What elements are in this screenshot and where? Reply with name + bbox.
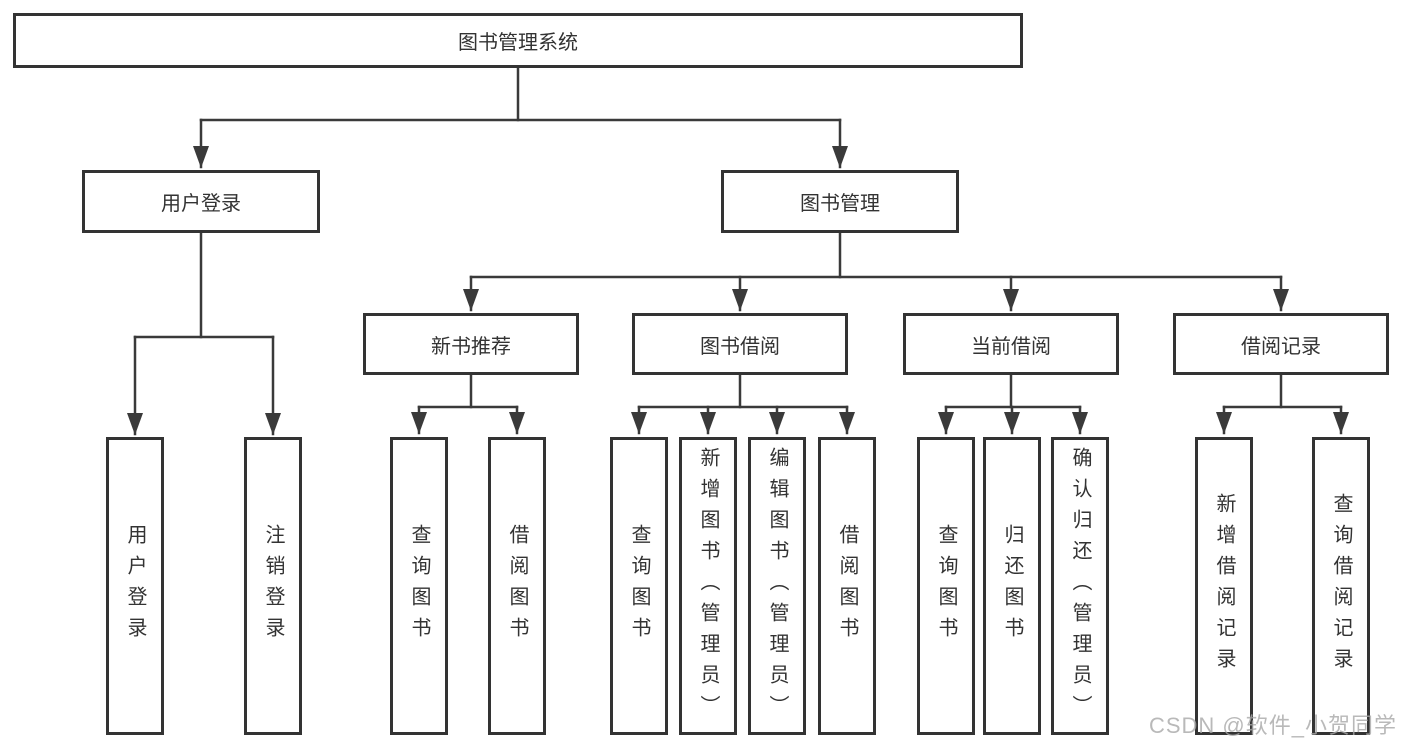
- leaf-add-book-admin: 新增图书（管理员）: [679, 437, 737, 735]
- connector-book-management-branch: [463, 231, 1289, 312]
- node-label: 图书管理: [800, 193, 880, 215]
- node-book-management: 图书管理: [721, 170, 959, 233]
- connector-borrow-records-branch: [1216, 373, 1349, 435]
- leaf-query-books-borrow: 查询图书: [610, 437, 668, 735]
- leaf-query-books-recommend: 查询图书: [390, 437, 448, 735]
- node-label: 新增借阅记录: [1213, 493, 1235, 679]
- node-book-borrow: 图书借阅: [632, 313, 848, 375]
- leaf-user-login: 用户登录: [106, 437, 164, 735]
- node-label: 查询借阅记录: [1330, 493, 1352, 679]
- leaf-borrow-books: 借阅图书: [818, 437, 876, 735]
- node-label: 注销登录: [262, 524, 284, 648]
- connector-current-borrow-branch: [938, 373, 1088, 435]
- node-label: 借阅记录: [1241, 335, 1321, 358]
- watermark: CSDN @软件_小贺同学: [1148, 713, 1397, 738]
- connectors: [127, 66, 1349, 436]
- connector-user-login-branch: [127, 231, 281, 436]
- node-label: 用户登录: [161, 193, 241, 215]
- node-new-book-recommend: 新书推荐: [363, 313, 579, 375]
- node-label: 新增图书（管理员）: [697, 446, 719, 726]
- connector-new-book-branch: [411, 373, 525, 435]
- node-user-login: 用户登录: [82, 170, 320, 233]
- leaf-confirm-return-admin: 确认归还（管理员）: [1051, 437, 1109, 735]
- node-label: 图书管理系统: [458, 32, 578, 54]
- node-label: 借阅图书: [506, 524, 528, 648]
- node-current-borrow: 当前借阅: [903, 313, 1119, 375]
- node-root: 图书管理系统: [13, 13, 1023, 68]
- leaf-query-borrow-record: 查询借阅记录: [1312, 437, 1370, 735]
- leaf-query-books-current: 查询图书: [917, 437, 975, 735]
- node-label: 新书推荐: [431, 335, 511, 358]
- node-label: 当前借阅: [971, 335, 1051, 358]
- node-label: 确认归还（管理员）: [1069, 446, 1091, 726]
- node-label: 用户登录: [124, 524, 146, 648]
- leaf-borrow-books-recommend: 借阅图书: [488, 437, 546, 735]
- node-label: 查询图书: [935, 524, 957, 648]
- node-label: 归还图书: [1001, 524, 1023, 648]
- node-label: 编辑图书（管理员）: [766, 446, 788, 726]
- leaf-edit-book-admin: 编辑图书（管理员）: [748, 437, 806, 735]
- node-label: 查询图书: [408, 524, 430, 648]
- leaf-return-book: 归还图书: [983, 437, 1041, 735]
- node-label: 图书借阅: [700, 335, 780, 358]
- connector-book-borrow-branch: [631, 373, 855, 435]
- connector-root-to-level2: [193, 66, 848, 169]
- leaf-logout: 注销登录: [244, 437, 302, 735]
- node-label: 借阅图书: [836, 524, 858, 648]
- node-borrow-records: 借阅记录: [1173, 313, 1389, 375]
- node-label: 查询图书: [628, 524, 650, 648]
- leaf-add-borrow-record: 新增借阅记录: [1195, 437, 1253, 735]
